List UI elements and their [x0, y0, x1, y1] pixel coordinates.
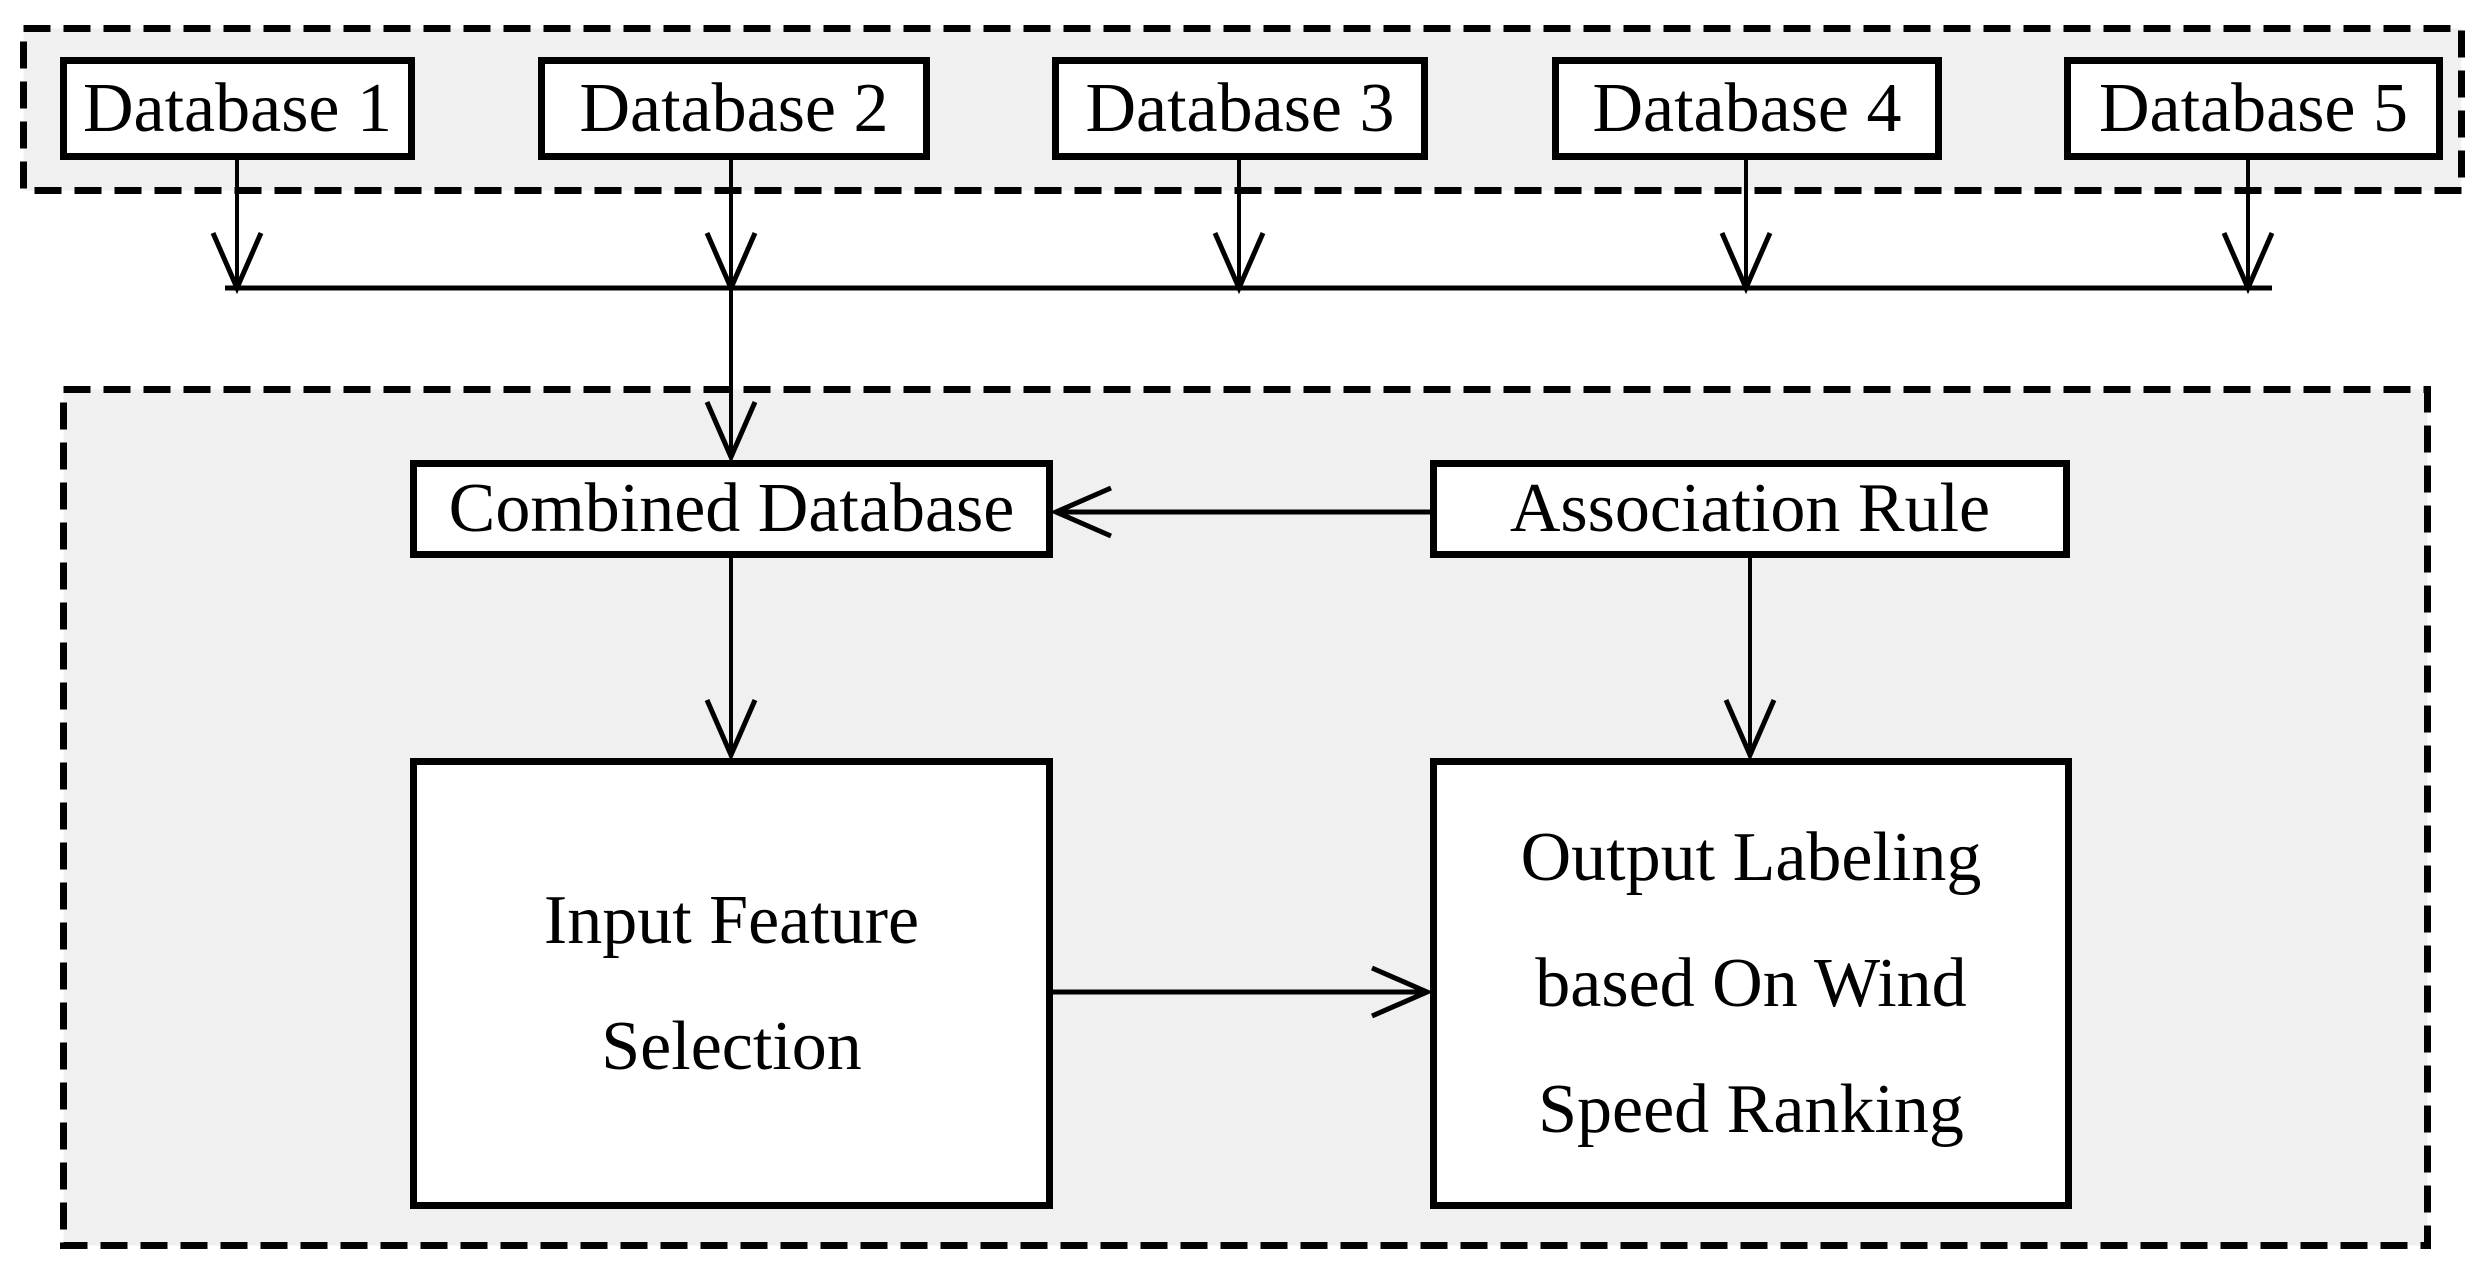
arrowhead-association-to-combined: [1049, 485, 1112, 539]
box-combined-database: Combined Database: [410, 460, 1053, 558]
arrowhead-association-to-output: [1723, 699, 1777, 762]
box-database-4: Database 4: [1552, 57, 1942, 160]
box-database-1: Database 1: [60, 57, 415, 160]
box-input-feature-selection: Input Feature Selection: [410, 758, 1053, 1209]
arrowhead-input-to-output: [1371, 965, 1434, 1019]
arrowhead-into-combined-database: [704, 401, 758, 464]
box-output-labeling: Output Labeling based On Wind Speed Rank…: [1430, 758, 2072, 1209]
box-database-3: Database 3: [1052, 57, 1428, 160]
box-association-rule: Association Rule: [1430, 460, 2070, 558]
arrowhead-combined-to-input: [704, 699, 758, 762]
box-database-5: Database 5: [2064, 57, 2443, 160]
box-database-2: Database 2: [538, 57, 930, 160]
